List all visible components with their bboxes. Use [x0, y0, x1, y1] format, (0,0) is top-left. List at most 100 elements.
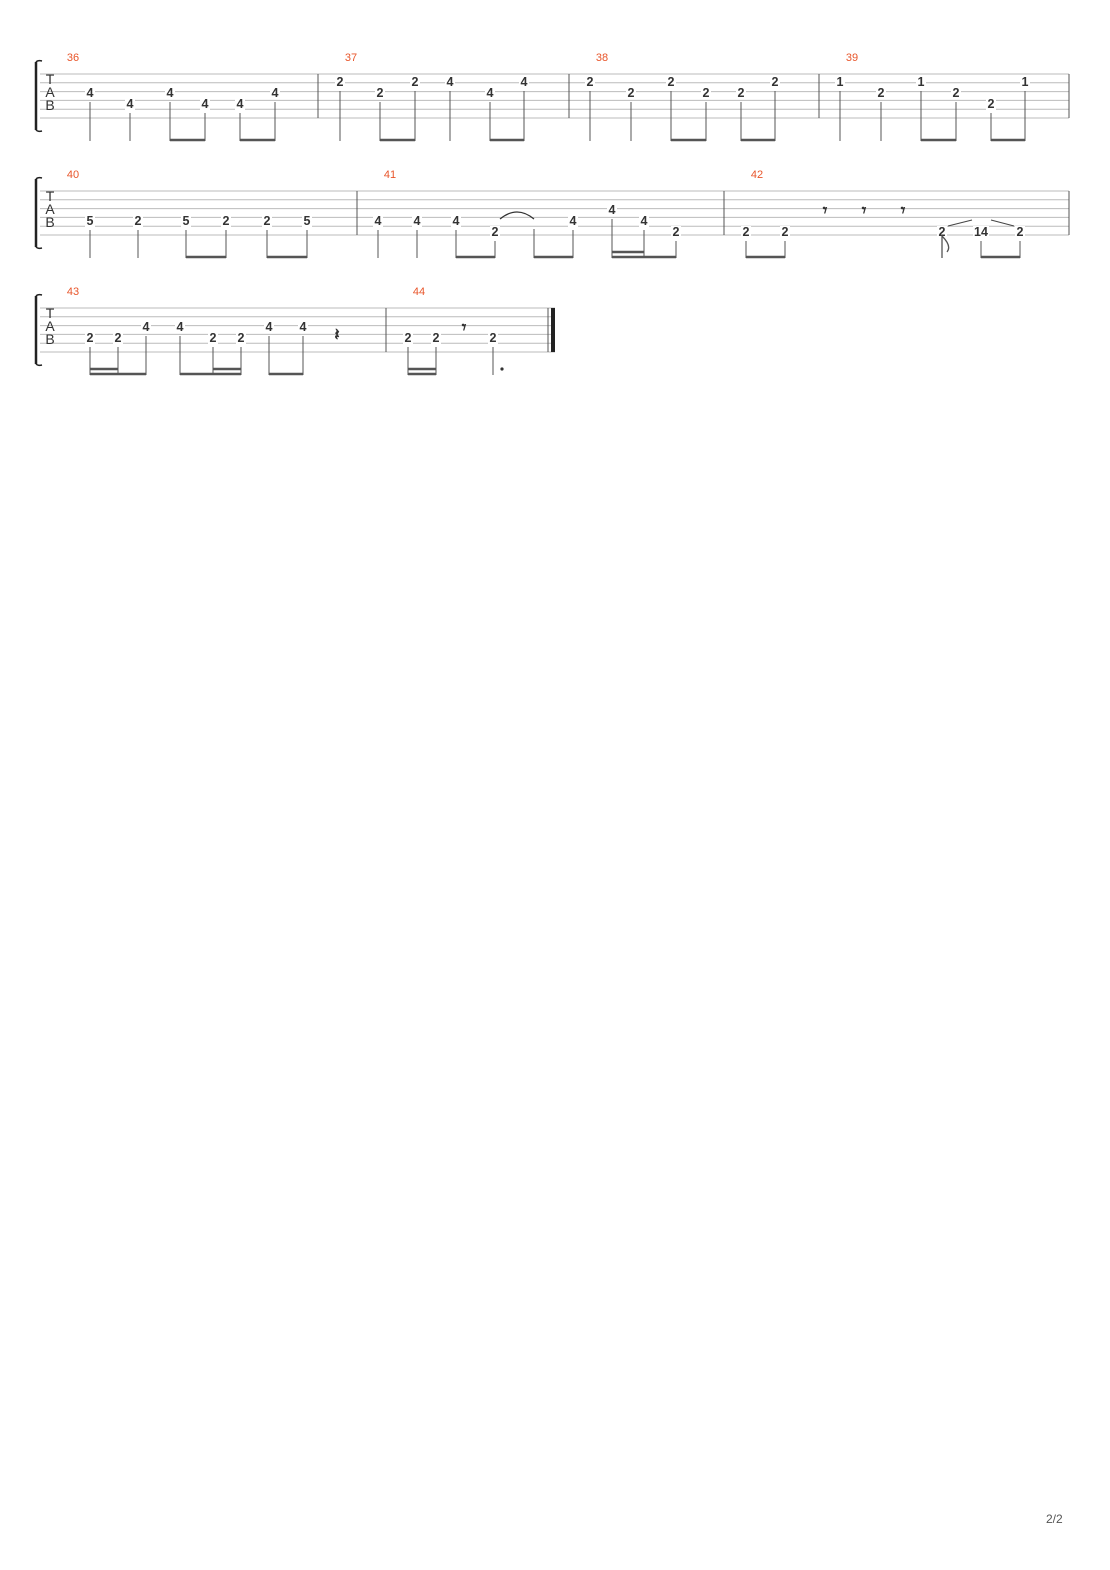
fret-bg [141, 321, 151, 333]
measure-number: 44 [413, 286, 425, 298]
fret-bg [701, 87, 711, 99]
fret-bg [519, 76, 529, 88]
bracket-top-hook [35, 293, 43, 297]
fret-number: 14 [974, 225, 988, 239]
fret-bg [973, 226, 989, 238]
fret-bg [986, 98, 996, 110]
fret-bg [1015, 226, 1025, 238]
fret-bg [639, 215, 649, 227]
fret-bg [410, 76, 420, 88]
fret-number: 2 [223, 214, 230, 228]
fret-number: 2 [492, 225, 499, 239]
eighth-rest: 𝄾 [823, 201, 828, 221]
tie-arc [499, 211, 535, 220]
fret-number: 2 [743, 225, 750, 239]
fret-bg [264, 321, 274, 333]
fret-bg [626, 87, 636, 99]
fret-bg [607, 204, 617, 216]
fret-number: 4 [641, 214, 648, 228]
fret-bg [302, 215, 312, 227]
tab-clef-letter: B [45, 214, 54, 230]
quarter-rest: 𝄽 [334, 325, 339, 345]
measure-number: 43 [67, 286, 79, 298]
fret-bg [835, 76, 845, 88]
fret-number: 4 [87, 86, 94, 100]
fret-number: 2 [587, 75, 594, 89]
fret-number: 4 [167, 86, 174, 100]
fret-number: 5 [304, 214, 311, 228]
fret-bg [1020, 76, 1030, 88]
eighth-rest: 𝄾 [901, 201, 906, 221]
fret-bg [585, 76, 595, 88]
fret-number: 2 [433, 331, 440, 345]
eighth-rest: 𝄾 [862, 201, 867, 221]
tab-clef-letter: B [45, 331, 54, 347]
bracket-bottom-hook [35, 246, 43, 250]
fret-number: 4 [570, 214, 577, 228]
fret-bg [221, 215, 231, 227]
fret-number: 2 [772, 75, 779, 89]
fret-bg [235, 98, 245, 110]
fret-bg [736, 87, 746, 99]
fret-number: 4 [487, 86, 494, 100]
fret-number: 4 [447, 75, 454, 89]
fret-number: 2 [953, 86, 960, 100]
fret-bg [937, 226, 947, 238]
fret-number: 4 [453, 214, 460, 228]
fret-number: 2 [135, 214, 142, 228]
fret-bg [236, 332, 246, 344]
fret-number: 1 [837, 75, 844, 89]
fret-bg [85, 332, 95, 344]
fret-number: 4 [266, 320, 273, 334]
measure-number: 38 [596, 52, 608, 64]
fret-number: 2 [703, 86, 710, 100]
fret-bg [916, 76, 926, 88]
fret-number: 1 [918, 75, 925, 89]
fret-bg [298, 321, 308, 333]
fret-number: 2 [264, 214, 271, 228]
fret-number: 4 [237, 97, 244, 111]
fret-bg [488, 332, 498, 344]
fret-bg [113, 332, 123, 344]
bracket-bottom-hook [35, 129, 43, 133]
fret-bg [375, 87, 385, 99]
page-number: 2/2 [1046, 1512, 1063, 1526]
fret-bg [412, 215, 422, 227]
fret-bg [125, 98, 135, 110]
fret-bg [671, 226, 681, 238]
fret-bg [85, 215, 95, 227]
fret-number: 4 [202, 97, 209, 111]
fret-number: 5 [183, 214, 190, 228]
fret-number: 2 [878, 86, 885, 100]
fret-number: 2 [738, 86, 745, 100]
fret-bg [451, 215, 461, 227]
measure-number: 36 [67, 52, 79, 64]
fret-bg [165, 87, 175, 99]
fret-number: 2 [988, 97, 995, 111]
fret-number: 2 [782, 225, 789, 239]
fret-bg [270, 87, 280, 99]
fret-number: 2 [337, 75, 344, 89]
fret-number: 5 [87, 214, 94, 228]
fret-bg [335, 76, 345, 88]
eighth-rest: 𝄾 [462, 318, 467, 338]
fret-number: 2 [673, 225, 680, 239]
fret-number: 2 [412, 75, 419, 89]
fret-number: 2 [238, 331, 245, 345]
fret-number: 2 [377, 86, 384, 100]
tab-clef-letter: B [45, 97, 54, 113]
fret-bg [490, 226, 500, 238]
fret-bg [741, 226, 751, 238]
measure-number: 39 [846, 52, 858, 64]
fret-bg [200, 98, 210, 110]
fret-number: 2 [939, 225, 946, 239]
fret-number: 2 [490, 331, 497, 345]
fret-number: 4 [272, 86, 279, 100]
fret-number: 2 [87, 331, 94, 345]
fret-number: 1 [1022, 75, 1029, 89]
fret-bg [951, 87, 961, 99]
fret-bg [431, 332, 441, 344]
fret-bg [262, 215, 272, 227]
slide-line [990, 219, 1015, 227]
